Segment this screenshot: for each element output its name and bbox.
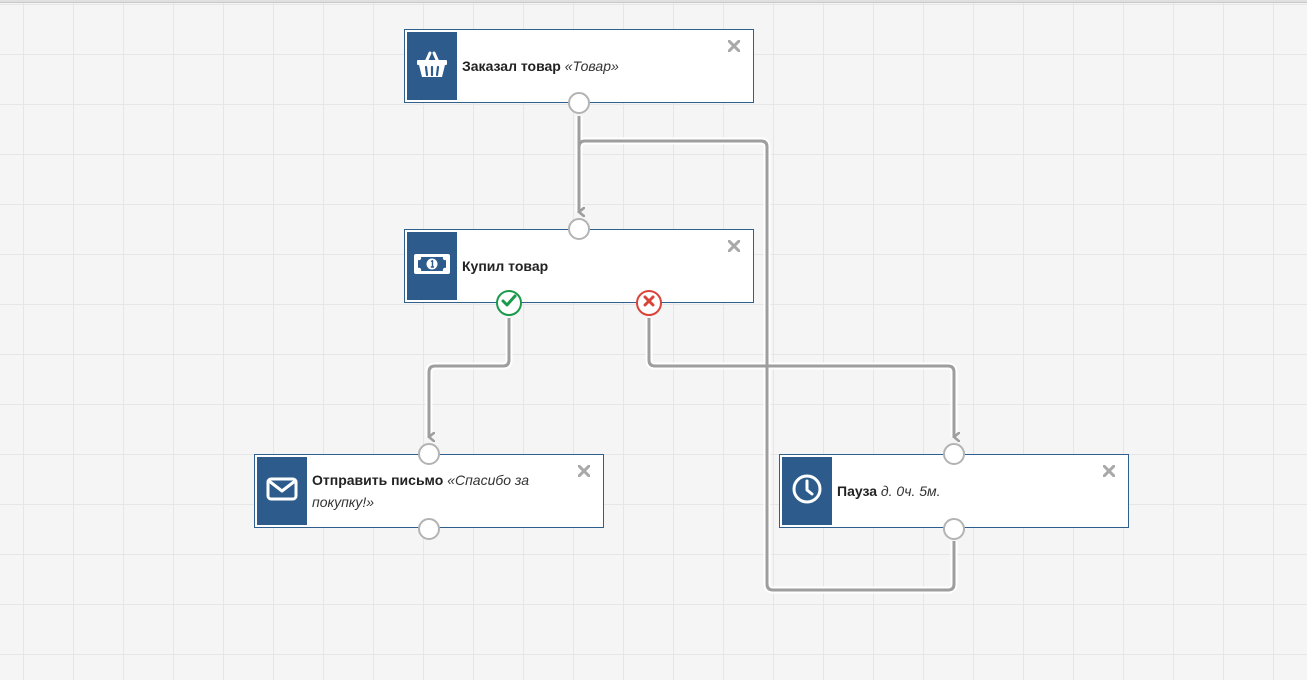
delete-node-button[interactable]: [575, 464, 593, 482]
node-icon-box: [407, 232, 457, 300]
yes-output-port[interactable]: [496, 290, 522, 316]
delete-node-button[interactable]: [1100, 464, 1118, 482]
node-label: Купил товар: [462, 230, 723, 302]
link-yes-to-email: [429, 318, 511, 437]
input-port[interactable]: [568, 218, 590, 240]
input-port[interactable]: [943, 443, 965, 465]
no-output-port[interactable]: [636, 290, 662, 316]
envelope-icon: [266, 477, 298, 506]
input-port[interactable]: [418, 443, 440, 465]
link-no-to-pause: [647, 318, 954, 437]
node-pause[interactable]: Пауза д. 0ч. 5м.: [779, 454, 1129, 528]
delete-node-button[interactable]: [725, 239, 743, 257]
node-title: Пауза: [837, 483, 878, 499]
clock-icon: [791, 473, 823, 510]
node-icon-box: [407, 32, 457, 100]
node-title: Купил товар: [462, 258, 549, 274]
node-icon-box: [782, 457, 832, 525]
node-icon-box: [257, 457, 307, 525]
node-detail: «Спасибо за покупку!»: [312, 472, 530, 510]
node-send-email[interactable]: Отправить письмо «Спасибо за покупку!»: [254, 454, 604, 528]
close-icon: [1102, 464, 1116, 482]
output-port[interactable]: [568, 92, 590, 114]
checkmark-icon: [501, 294, 517, 313]
node-detail: «Товар»: [564, 58, 619, 74]
output-port[interactable]: [418, 518, 440, 540]
basket-icon: [416, 50, 448, 83]
output-port[interactable]: [943, 518, 965, 540]
close-icon: [577, 464, 591, 482]
cross-icon: [643, 294, 655, 312]
banknote-icon: [413, 253, 451, 280]
delete-node-button[interactable]: [725, 39, 743, 57]
node-title: Заказал товар: [462, 58, 561, 74]
node-detail: д. 0ч. 5м.: [880, 483, 941, 499]
node-bought-product[interactable]: Купил товар: [404, 229, 754, 303]
node-label: Заказал товар «Товар»: [462, 30, 723, 102]
node-label: Пауза д. 0ч. 5м.: [837, 455, 1098, 527]
close-icon: [727, 39, 741, 57]
node-title: Отправить письмо: [312, 472, 444, 488]
close-icon: [727, 239, 741, 257]
node-label: Отправить письмо «Спасибо за покупку!»: [312, 455, 573, 527]
canvas-top-border: [0, 0, 1307, 3]
